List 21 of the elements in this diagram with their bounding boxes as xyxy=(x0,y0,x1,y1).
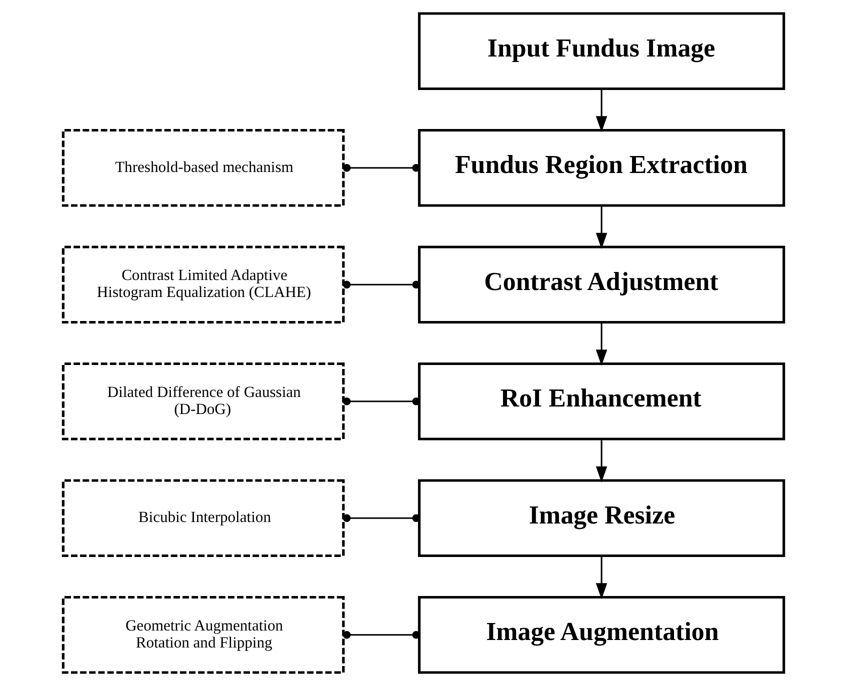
node-box: Fundus Region Extraction xyxy=(417,128,785,207)
node-box: Geometric Augmentation Rotation and Flipping xyxy=(61,596,344,674)
node-box: Threshold-based mechanism xyxy=(61,128,344,207)
arrow xyxy=(595,89,607,132)
arrow xyxy=(595,206,607,249)
node-box: Input Fundus Image xyxy=(417,12,785,90)
connector xyxy=(342,514,420,522)
connector xyxy=(342,164,420,172)
node-box: Contrast Adjustment xyxy=(417,246,785,324)
arrow xyxy=(595,556,607,600)
node-box: Image Augmentation xyxy=(417,596,785,674)
node-box: Image Resize xyxy=(417,479,785,558)
node-box: Dilated Difference of Gaussian (D-DoG) xyxy=(61,362,344,440)
connector xyxy=(342,280,420,289)
connector xyxy=(342,397,420,406)
arrow xyxy=(595,322,607,366)
node-box: RoI Enhancement xyxy=(417,362,785,440)
node-box: Bicubic Interpolation xyxy=(61,479,344,558)
node-box: Contrast Limited Adaptive Histogram Equalization (CLAHE) xyxy=(61,246,344,324)
connector xyxy=(342,631,420,639)
arrow xyxy=(595,439,607,482)
